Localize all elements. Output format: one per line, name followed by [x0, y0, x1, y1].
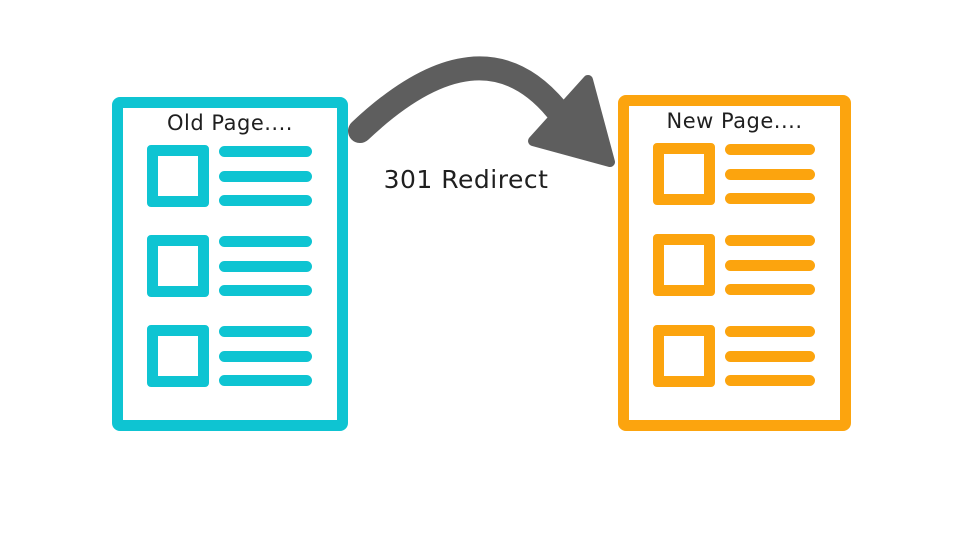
text-line-bar: [725, 168, 815, 180]
text-line-bar: [725, 144, 815, 155]
text-line-bar: [725, 259, 815, 271]
text-lines-group: [219, 235, 312, 297]
placeholder-square-icon: [147, 235, 209, 297]
placeholder-square-icon: [147, 145, 209, 207]
text-line-bar: [725, 326, 815, 337]
arrow-shaft: [348, 56, 568, 143]
content-row: [147, 325, 312, 387]
placeholder-square-icon: [147, 325, 209, 387]
text-line-bar: [219, 350, 312, 362]
content-row: [653, 325, 815, 387]
text-line-bar: [219, 236, 312, 247]
text-lines-group: [219, 325, 312, 387]
arrow-head: [528, 75, 615, 167]
new-page-content: [653, 143, 815, 387]
old-page-card: Old Page....: [112, 97, 348, 431]
redirect-label: 301 Redirect: [383, 165, 549, 194]
text-lines-group: [219, 145, 312, 207]
placeholder-square-icon: [653, 325, 715, 387]
text-line-bar: [725, 284, 815, 295]
text-lines-group: [725, 325, 815, 387]
old-page-content: [147, 145, 312, 387]
text-line-bar: [725, 235, 815, 246]
text-lines-group: [725, 143, 815, 205]
text-line-bar: [725, 375, 815, 386]
content-row: [147, 145, 312, 207]
content-row: [653, 234, 815, 296]
placeholder-square-icon: [653, 143, 715, 205]
placeholder-square-icon: [653, 234, 715, 296]
text-line-bar: [219, 285, 312, 296]
text-lines-group: [725, 234, 815, 296]
text-line-bar: [219, 260, 312, 272]
text-line-bar: [219, 326, 312, 337]
new-page-title: New Page....: [666, 109, 803, 133]
text-line-bar: [219, 375, 312, 386]
content-row: [653, 143, 815, 205]
text-line-bar: [219, 170, 312, 182]
text-line-bar: [725, 193, 815, 204]
old-page-title: Old Page....: [167, 111, 293, 135]
text-line-bar: [219, 146, 312, 157]
text-line-bar: [725, 350, 815, 362]
new-page-card: New Page....: [618, 95, 851, 431]
content-row: [147, 235, 312, 297]
text-line-bar: [219, 195, 312, 206]
